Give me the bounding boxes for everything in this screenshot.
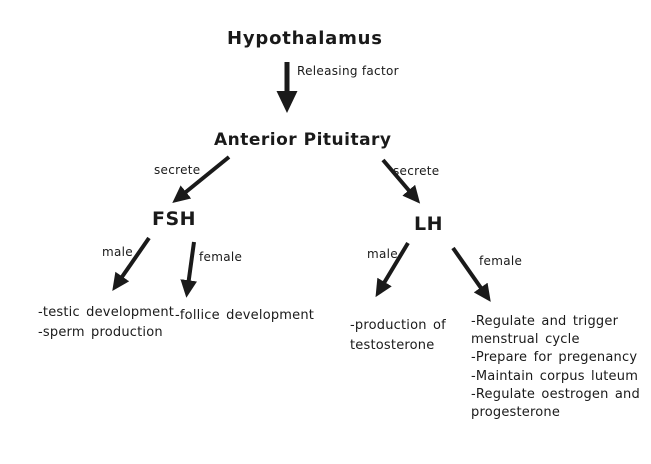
effect-line: -follice development [175,308,315,323]
label-lh-female: female [479,254,523,268]
node-hypothalamus: Hypothalamus [227,28,383,49]
effect-line: -Prepare for pregenancy [471,350,638,366]
effect-line: -testic development [38,305,175,320]
label-secrete-left: secrete [154,163,201,177]
fsh-male-effects: -testic development -sperm production [38,303,188,342]
lh-male-effects: -production of testosterone [350,316,462,355]
label-releasing-factor: Releasing factor [297,64,399,78]
node-anterior-pituitary: Anterior Pituitary [214,130,392,150]
node-fsh: FSH [152,208,197,230]
arrow-fsh-female [180,241,198,298]
label-secrete-right: secrete [393,164,440,178]
effect-line: -Maintain corpus luteum [471,368,639,384]
lh-female-effects: -Regulate and trigger menstrual cycle -P… [471,313,645,422]
effect-line: -sperm production [38,324,163,340]
fsh-female-effects: -follice development [175,306,325,326]
node-lh: LH [414,213,444,235]
label-fsh-male: male [102,245,133,259]
effect-line: -Regulate and trigger menstrual cycle [471,314,619,348]
effect-line: -Regulate oestrogen and progesterone [471,386,640,420]
label-lh-male: male [367,247,398,261]
effect-line: -production of testosterone [350,318,446,353]
label-fsh-female: female [199,250,243,264]
